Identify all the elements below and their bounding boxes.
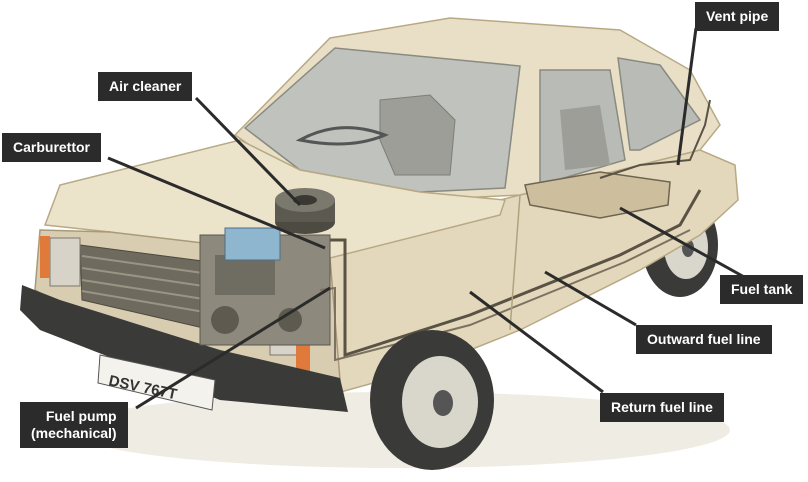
front-bumper [20, 285, 348, 412]
carburettor-body [224, 227, 281, 261]
leader-fuel-tank [619, 206, 747, 280]
label-carburettor-text: Carburettor [13, 139, 91, 155]
leader-outward-fuel-line [544, 270, 637, 327]
label-fuel-tank: Fuel tank [720, 275, 804, 304]
label-air-cleaner-text: Air cleaner [109, 78, 182, 94]
vent-pipe-tube [599, 99, 711, 179]
door-seam [509, 194, 521, 331]
leader-return-fuel-line [469, 290, 604, 394]
label-vent-pipe-text: Vent pipe [706, 8, 769, 24]
leader-air-cleaner [194, 96, 302, 207]
outward-fuel-line-pipe [330, 189, 702, 358]
leader-vent-pipe [676, 27, 698, 166]
label-outward-fuel-line: Outward fuel line [636, 325, 772, 354]
label-fuel-pump: Fuel pump (mechanical) [20, 402, 128, 448]
label-air-cleaner: Air cleaner [98, 72, 193, 101]
radiator-grille [79, 244, 213, 331]
steering-wheel [295, 126, 390, 146]
front-seat [379, 94, 456, 176]
leader-lines [107, 27, 747, 410]
leader-carburettor [107, 156, 326, 250]
label-fuel-tank-text: Fuel tank [731, 281, 793, 297]
rear-seat [560, 105, 610, 170]
label-return-fuel-line-text: Return fuel line [611, 399, 713, 415]
label-carburettor: Carburettor [2, 133, 102, 162]
left-headlamp [49, 237, 81, 287]
air-cleaner-unit [275, 188, 335, 234]
label-vent-pipe: Vent pipe [695, 2, 780, 31]
label-return-fuel-line: Return fuel line [600, 393, 724, 422]
leader-fuel-pump [135, 286, 331, 410]
number-plate [97, 354, 216, 411]
label-fuel-pump-line1: Fuel pump [45, 408, 117, 424]
rear-side-window [617, 57, 702, 151]
label-fuel-pump-line2: (mechanical) [31, 425, 117, 441]
label-outward-fuel-line-text: Outward fuel line [647, 331, 761, 347]
fuel-tank-body [524, 171, 671, 219]
front-wheel [370, 330, 494, 470]
left-indicator [40, 236, 50, 278]
